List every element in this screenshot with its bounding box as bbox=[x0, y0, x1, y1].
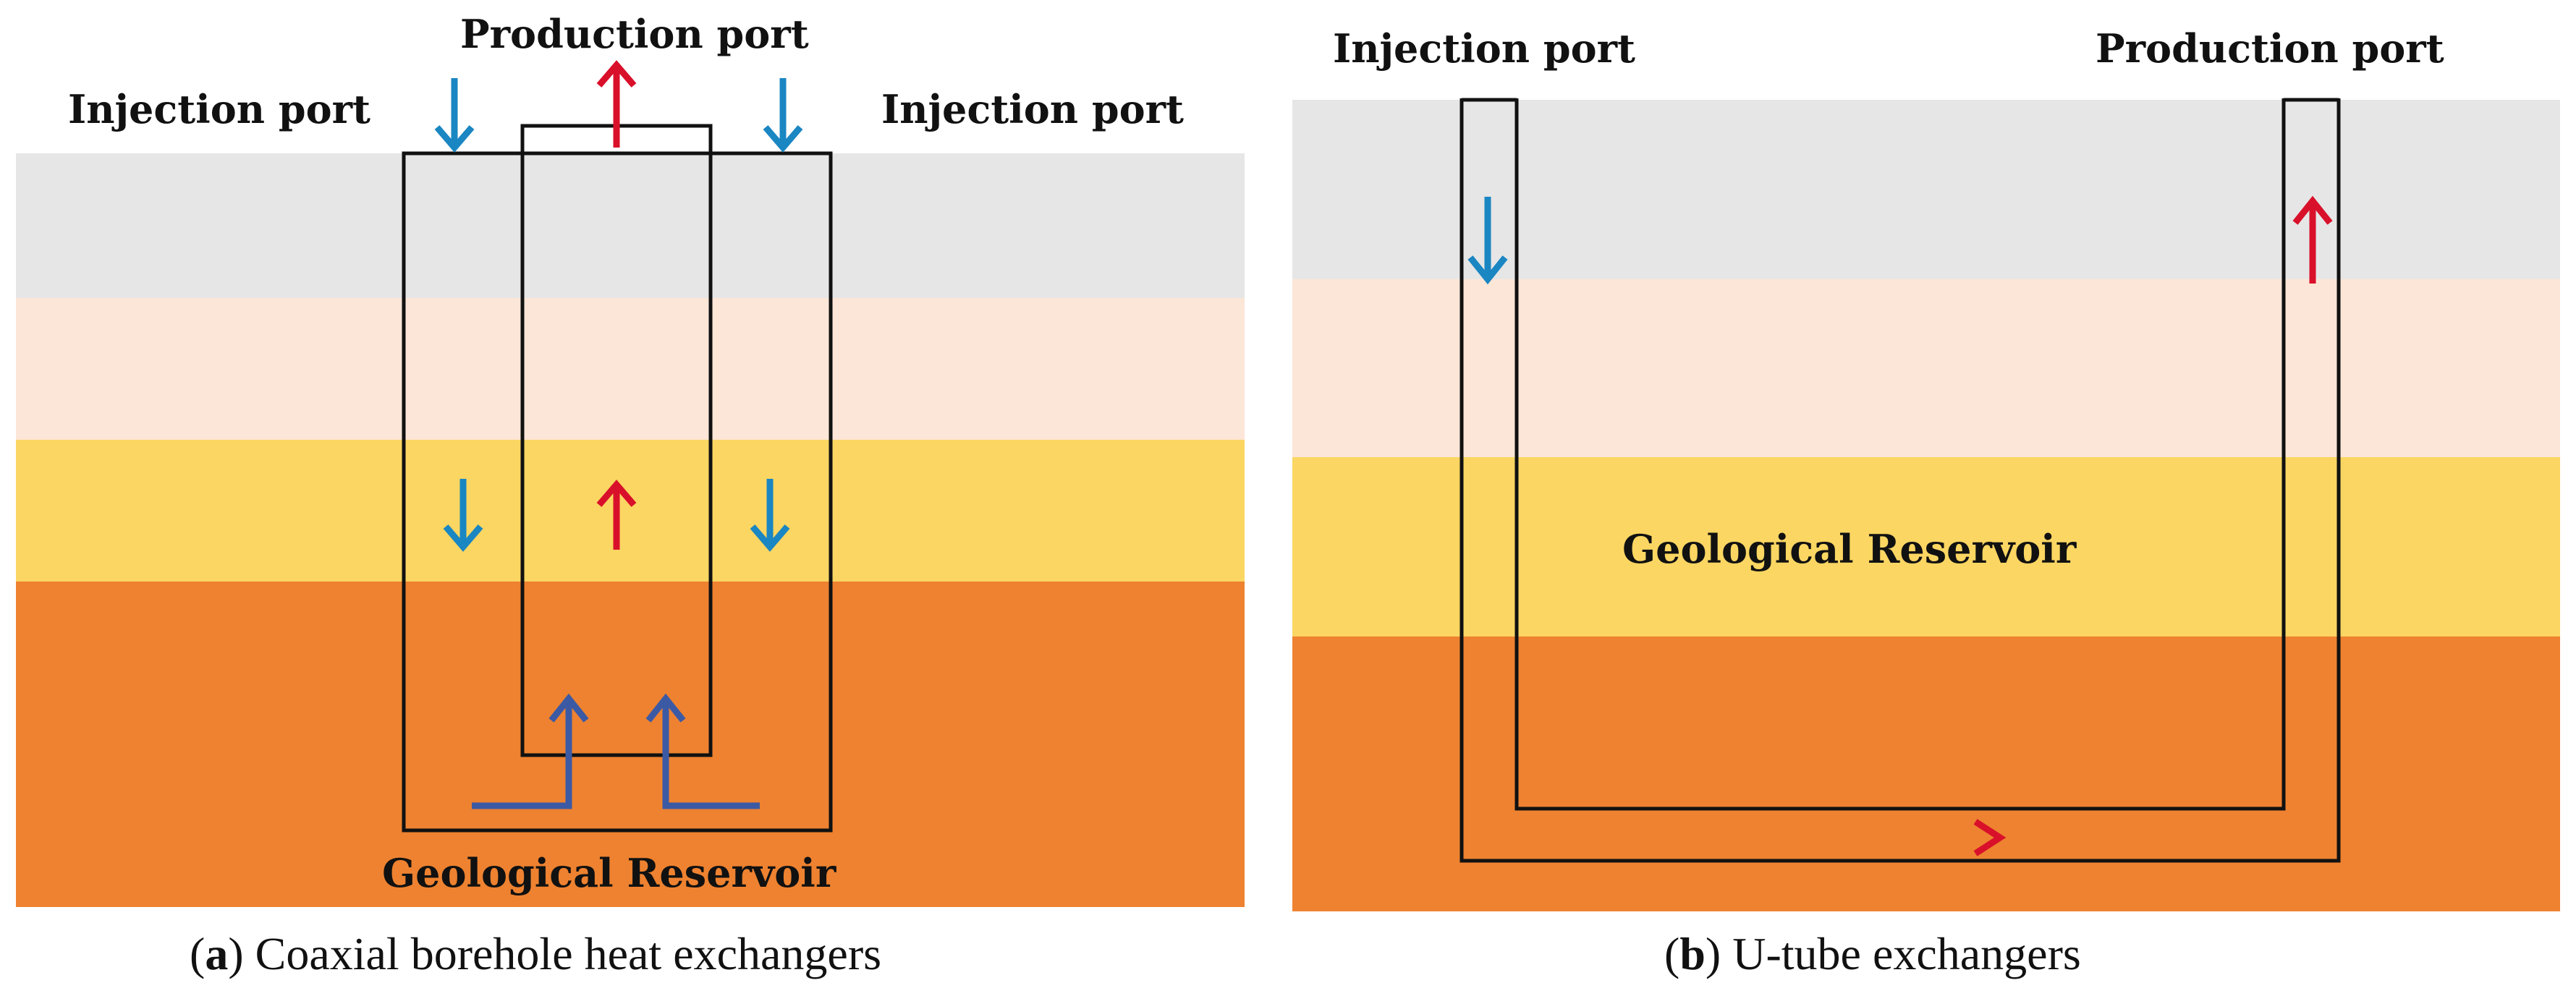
label-geological-reservoir-b: Geological Reservoir bbox=[1622, 526, 2077, 572]
arrow-down-icon bbox=[750, 479, 790, 552]
caption-a-letter: a bbox=[205, 928, 228, 979]
arrow-up-icon bbox=[596, 60, 637, 148]
panel-b: Injection port Production port Geologica… bbox=[1292, 25, 2560, 979]
layer-yellow-b bbox=[1292, 457, 2560, 637]
layer-gray-b bbox=[1292, 100, 2560, 279]
arrow-down-icon bbox=[763, 78, 803, 153]
panel-a: Injection port Production port Injection… bbox=[16, 11, 1245, 979]
arrow-up-icon bbox=[2292, 195, 2333, 284]
arrow-down-icon bbox=[443, 479, 483, 552]
label-production-port: Production port bbox=[460, 11, 809, 57]
caption-a: (a) Coaxial borehole heat exchangers bbox=[190, 928, 881, 979]
layer-peach-b bbox=[1292, 279, 2560, 457]
arrow-up-icon bbox=[645, 693, 760, 809]
label-geological-reservoir-a: Geological Reservoir bbox=[382, 850, 836, 896]
arrow-down-icon bbox=[1467, 197, 1508, 285]
layer-yellow-a bbox=[16, 440, 1245, 582]
u-tube-inner bbox=[1514, 98, 2286, 811]
outer-pipe bbox=[402, 151, 833, 833]
caption-b-letter: b bbox=[1679, 928, 1706, 979]
label-injection-port-right: Injection port bbox=[881, 86, 1184, 132]
caption-a-text: Coaxial borehole heat exchangers bbox=[244, 928, 881, 979]
layer-peach-a bbox=[16, 298, 1245, 440]
arrow-right-icon bbox=[1802, 819, 2007, 856]
label-production-port-b: Production port bbox=[2096, 25, 2444, 72]
layer-orange-b bbox=[1292, 637, 2560, 911]
caption-b-text: U-tube exchangers bbox=[1721, 928, 2081, 979]
u-tube-outer bbox=[1459, 98, 2341, 863]
label-injection-port-b: Injection port bbox=[1333, 25, 1635, 72]
layer-gray-a bbox=[16, 153, 1245, 298]
arrow-up-icon bbox=[596, 480, 637, 550]
layer-orange-a bbox=[16, 582, 1245, 907]
caption-b: (b) U-tube exchangers bbox=[1664, 928, 2081, 979]
arrow-down-icon bbox=[434, 78, 475, 153]
arrow-up-icon bbox=[472, 693, 589, 809]
label-injection-port-left: Injection port bbox=[68, 86, 370, 132]
